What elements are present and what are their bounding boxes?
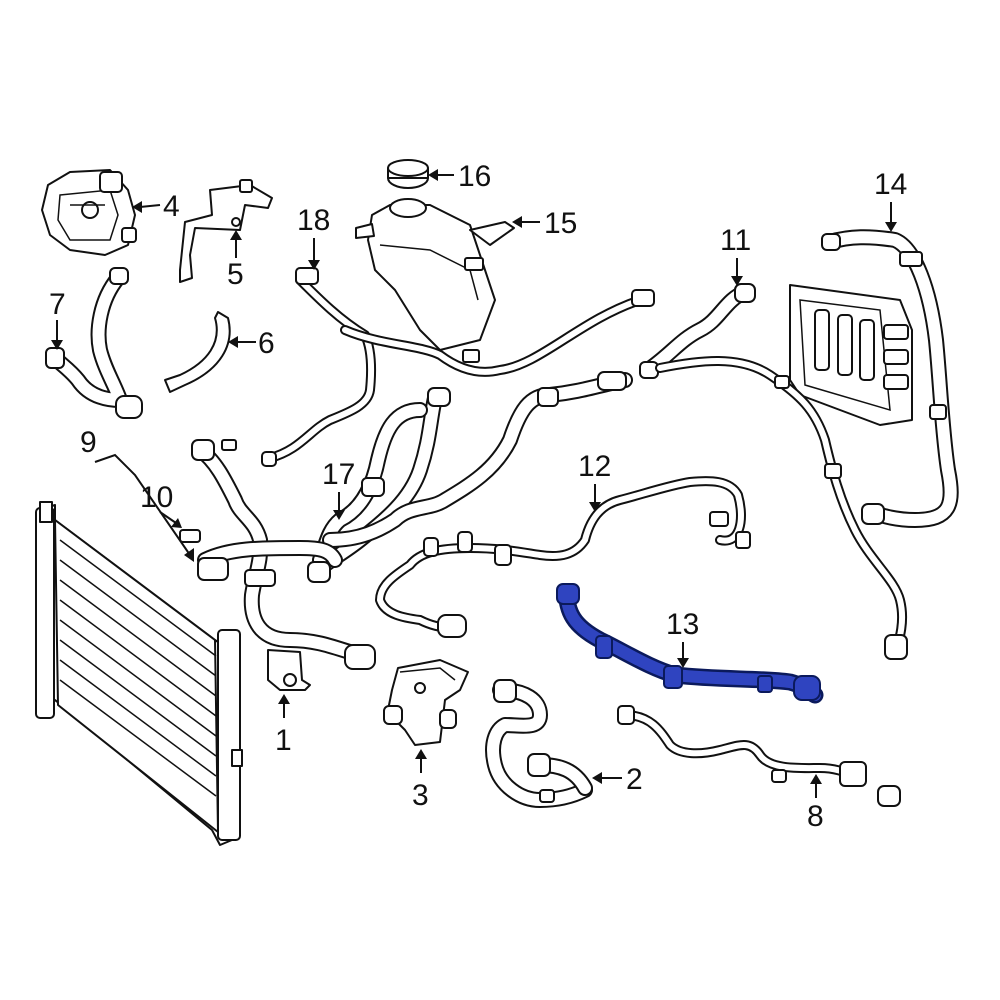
callout-18: 18	[297, 204, 330, 237]
hose-part-7	[45, 267, 143, 419]
bracket-part-5	[179, 179, 273, 283]
callout-13: 13	[666, 608, 699, 641]
callout-11: 11	[720, 224, 751, 257]
hose-part-12	[375, 476, 751, 638]
callout-5: 5	[227, 258, 244, 291]
callout-8: 8	[807, 800, 824, 833]
hose-part-11	[639, 283, 756, 379]
hose-upper-main	[322, 371, 633, 548]
callout-6: 6	[258, 327, 275, 360]
callout-1: 1	[275, 724, 292, 757]
callout-15: 15	[544, 207, 577, 240]
cap-part-16	[387, 159, 429, 189]
callout-4: 4	[163, 190, 180, 223]
callout-10: 10	[140, 481, 173, 514]
hose-part-8	[617, 705, 901, 807]
hose-right-long	[655, 356, 908, 660]
water-pump-part-4	[41, 169, 137, 256]
hose-part-13-highlighted	[556, 583, 824, 704]
valve-part-3	[383, 659, 469, 746]
reservoir-part-15	[355, 198, 515, 363]
hose-left-network	[179, 439, 376, 670]
module-part-14	[789, 284, 913, 426]
valve-part-1	[267, 649, 311, 691]
callout-17: 17	[322, 458, 355, 491]
callout-3: 3	[412, 779, 429, 812]
hose-upper-return	[340, 289, 655, 377]
hose-part-18	[261, 267, 377, 467]
callout-7: 7	[49, 288, 66, 321]
hose-part-14	[821, 229, 959, 528]
strap-part-6	[164, 311, 231, 393]
radiator	[35, 501, 243, 846]
callout-2: 2	[626, 763, 643, 796]
callout-12: 12	[578, 450, 611, 483]
callout-16: 16	[458, 160, 491, 193]
callout-leaders	[51, 169, 897, 798]
hose-part-2	[485, 679, 593, 808]
callout-9: 9	[80, 426, 97, 459]
callout-14: 14	[874, 168, 907, 201]
callout-labels: 4 5 6 7 9 10 1 3 2 8 13 12 17 18 16 15 1…	[49, 160, 907, 833]
